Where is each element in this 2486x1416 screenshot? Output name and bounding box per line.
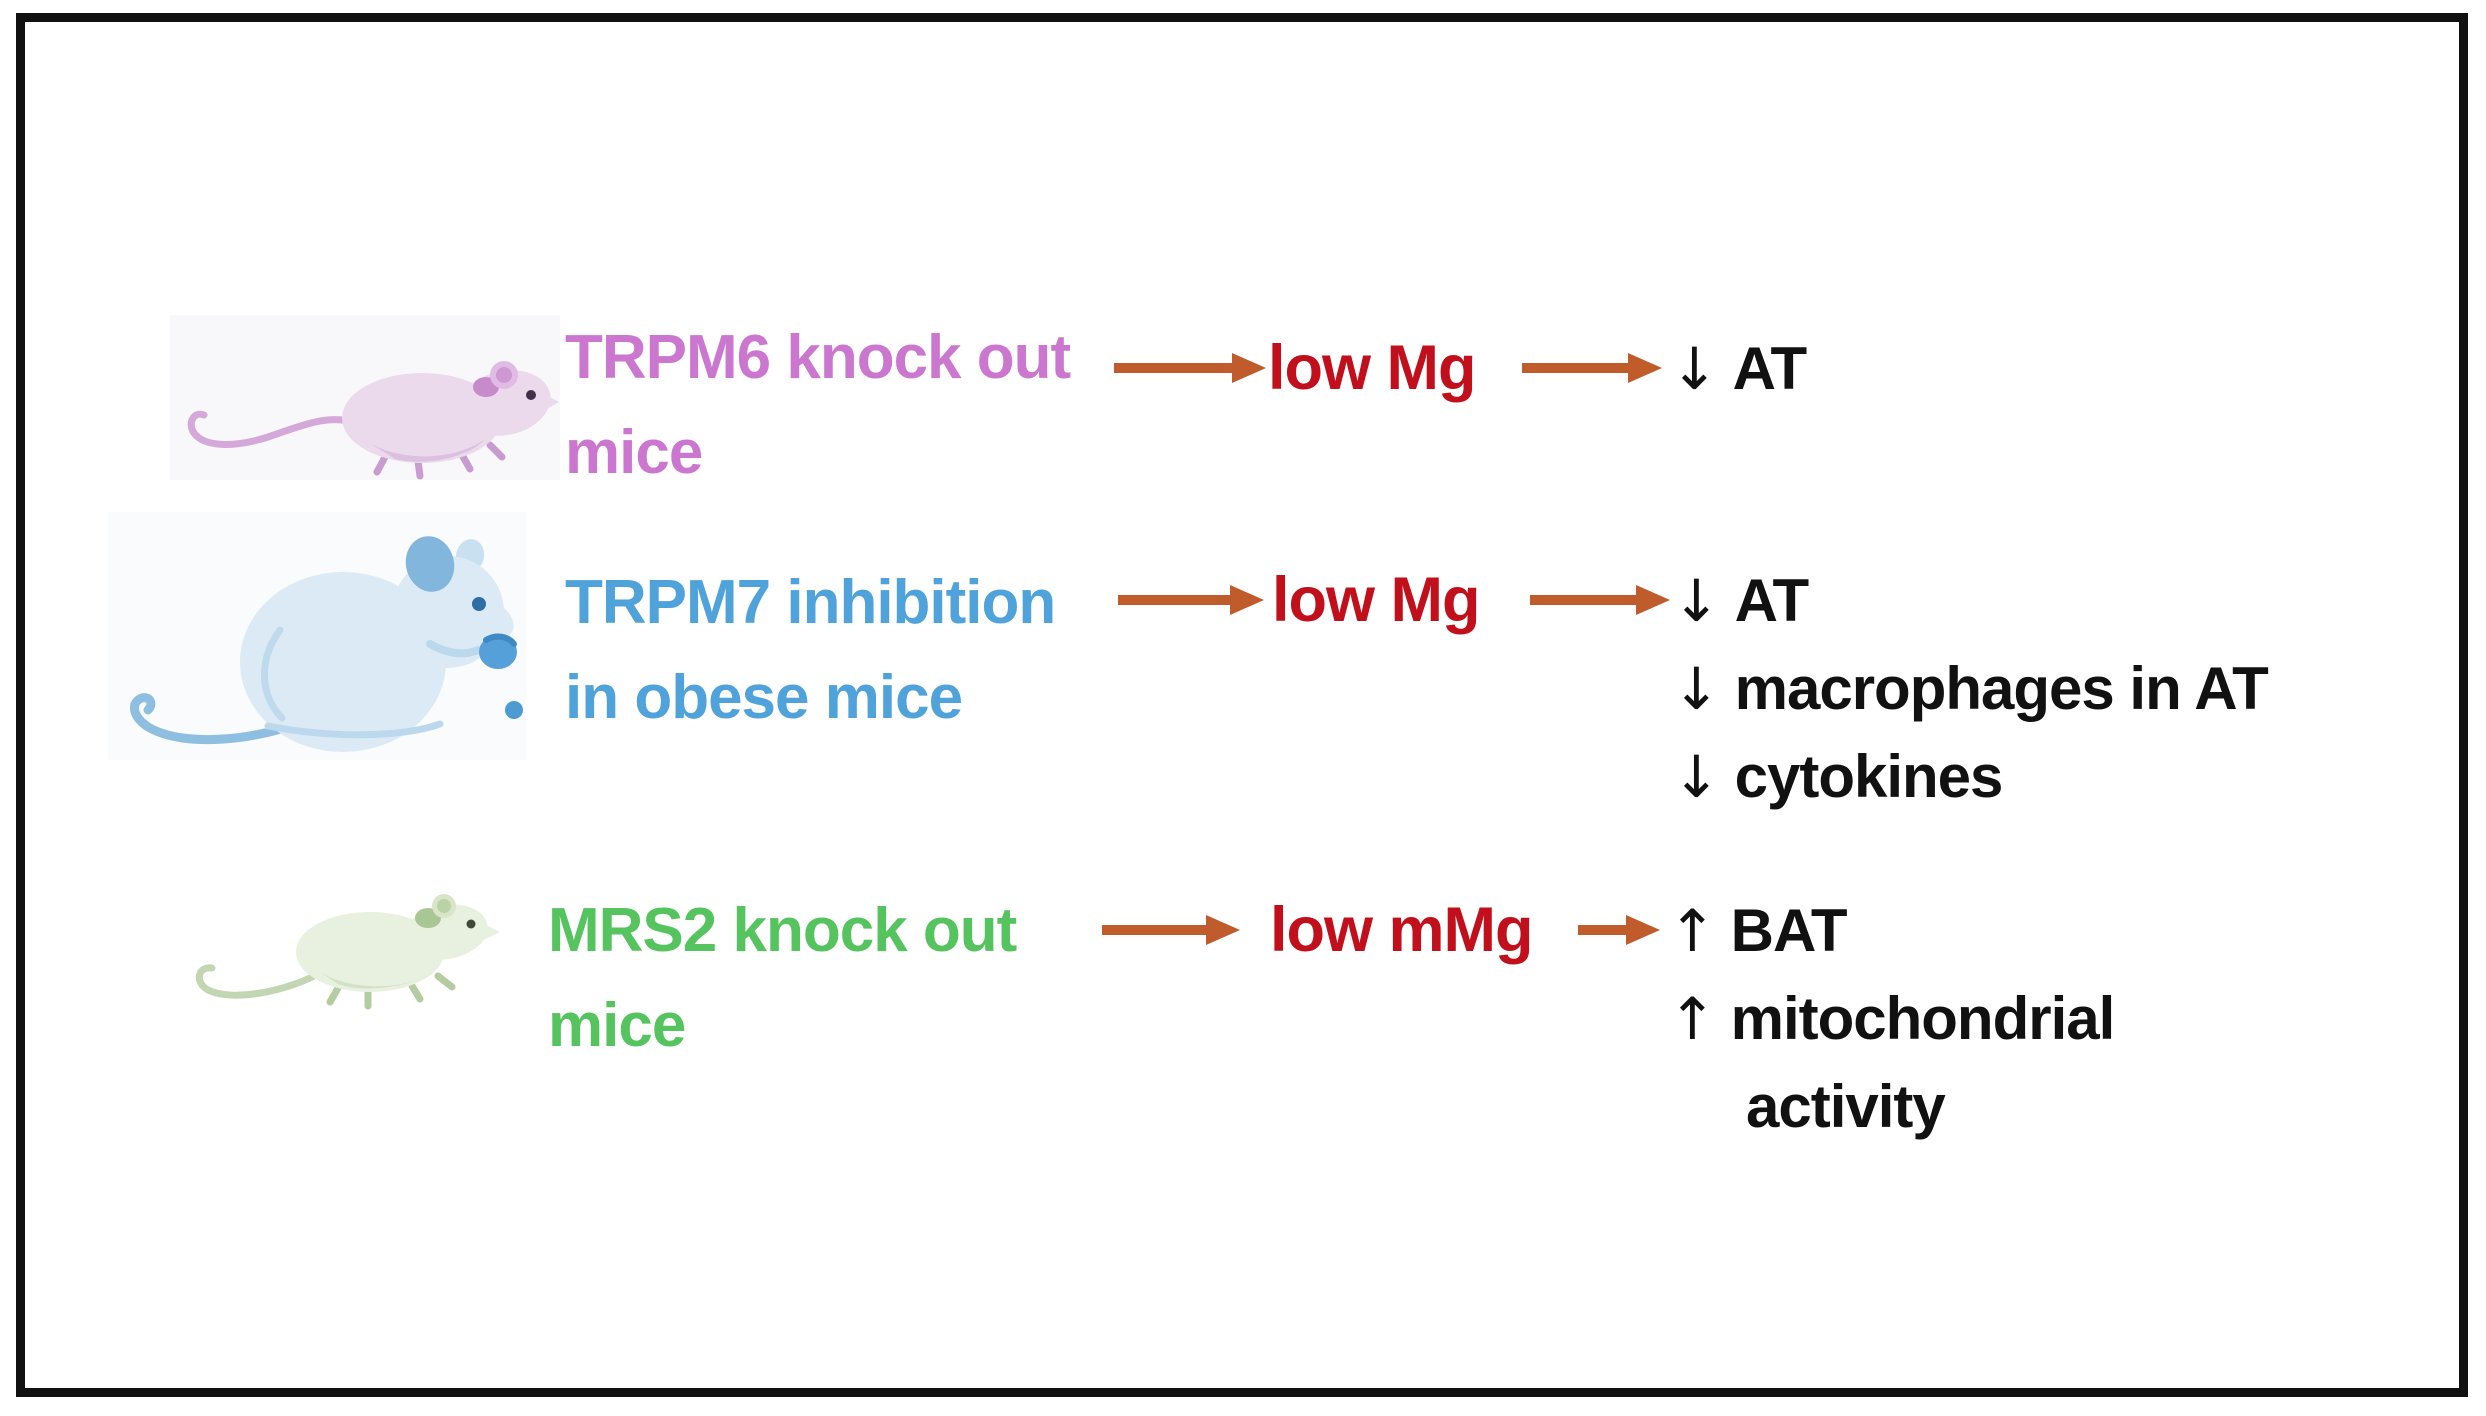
row1-outcome-line: ↓AT: [1670, 325, 1808, 413]
row1-label: TRPM6 knock out mice: [565, 310, 1071, 500]
blue-mouse-illustration: [108, 512, 526, 760]
row1-arrow-1-icon: [1112, 351, 1266, 385]
row2-outcome-line: ↓cytokines: [1672, 733, 2268, 821]
row3-label-line2: mice: [548, 991, 686, 1060]
pink-mouse-illustration: [170, 315, 560, 480]
row3-outcome-line: activity: [1668, 1063, 2114, 1150]
row2-arrow-1-icon: [1116, 583, 1264, 617]
down-arrow-icon: ↓: [1672, 743, 1721, 811]
row1-outcome-text: AT: [1732, 335, 1808, 402]
row2-outcome-text: macrophages in AT: [1734, 655, 2269, 722]
row2-arrow-2-icon: [1528, 583, 1670, 617]
row2-label-line1: TRPM7 inhibition: [565, 568, 1056, 637]
row2-outcome-line: ↓AT: [1672, 557, 2268, 645]
row2-label: TRPM7 inhibition in obese mice: [565, 555, 1056, 745]
row2-outcome-text: AT: [1734, 567, 1810, 634]
mouse-icon: [187, 361, 559, 480]
row3-outcome-text: BAT: [1730, 897, 1848, 964]
mouse-icon: [195, 894, 500, 1010]
green-mouse-illustration: [170, 880, 510, 1015]
row2-outcome-line: ↓macrophages in AT: [1672, 645, 2269, 733]
row2-mediator: low Mg: [1272, 565, 1480, 635]
row1-mediator: low Mg: [1268, 333, 1476, 403]
down-arrow-icon: ↓: [1672, 655, 1721, 723]
row2-outcomes: ↓AT ↓macrophages in AT ↓cytokines: [1672, 557, 2269, 821]
row3-outcome-text: activity: [1746, 1073, 1946, 1140]
up-arrow-icon: ↑: [1668, 985, 1717, 1053]
row1-label-line1: TRPM6 knock out: [565, 323, 1071, 392]
row3-label: MRS2 knock out mice: [548, 883, 1017, 1073]
down-arrow-icon: ↓: [1670, 335, 1719, 403]
row2-label-line2: in obese mice: [565, 663, 963, 732]
row3-outcome-line: ↑mitochondrial: [1668, 975, 2116, 1063]
row3-label-line1: MRS2 knock out: [548, 896, 1017, 965]
row3-arrow-1-icon: [1100, 913, 1240, 947]
mouse-icon: [130, 536, 523, 752]
row1-arrow-2-icon: [1520, 351, 1662, 385]
row3-arrow-2-icon: [1576, 913, 1660, 947]
row2-outcome-text: cytokines: [1734, 743, 2004, 810]
up-arrow-icon: ↑: [1668, 897, 1717, 965]
row3-outcomes: ↑BAT ↑mitochondrial activity: [1668, 887, 2116, 1150]
row3-outcome-line: ↑BAT: [1668, 887, 2114, 975]
row1-outcomes: ↓AT: [1670, 325, 1808, 413]
row3-outcome-text: mitochondrial: [1730, 985, 2116, 1052]
row3-mediator: low mMg: [1270, 895, 1533, 965]
row1-label-line2: mice: [565, 418, 703, 487]
down-arrow-icon: ↓: [1672, 567, 1721, 635]
